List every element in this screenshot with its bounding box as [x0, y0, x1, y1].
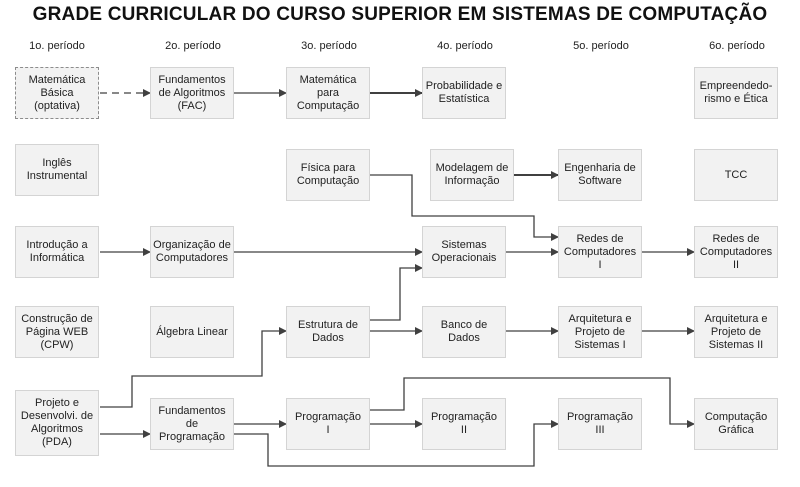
- diagram-title: GRADE CURRICULAR DO CURSO SUPERIOR EM SI…: [32, 4, 768, 25]
- period-header-6: 6o. período: [709, 40, 765, 52]
- period-header-3: 3o. período: [301, 40, 357, 52]
- course-fisica-computacao: Física para Computação: [286, 149, 370, 201]
- course-engenharia-software: Engenharia de Software: [558, 149, 642, 201]
- course-ingles-instrumental: Inglês Instrumental: [15, 144, 99, 196]
- connector-prog1-compgrafica: [370, 377, 695, 428]
- course-fundamentos-programacao: Fundamentos de Programação: [150, 398, 234, 450]
- period-header-5: 5o. período: [573, 40, 629, 52]
- course-redes-computadores-1: Redes de Computadores I: [558, 226, 642, 278]
- course-construcao-pagina-web: Construção de Página WEB (CPW): [15, 306, 99, 358]
- connector-estrutura-sistemasop: [370, 264, 423, 321]
- course-tcc: TCC: [694, 149, 778, 201]
- course-arquitetura-projeto-1: Arquitetura e Projeto de Sistemas I: [558, 306, 642, 358]
- period-header-2: 2o. período: [165, 40, 221, 52]
- course-introducao-informatica: Introdução a Informática: [15, 226, 99, 278]
- course-computacao-grafica: Computação Gráfica: [694, 398, 778, 450]
- connector-fundprog-prog3: [234, 420, 559, 467]
- course-algebra-linear: Álgebra Linear: [150, 306, 234, 358]
- course-modelagem-informacao: Modelagem de Informação: [430, 149, 514, 201]
- connector-fisica-redes1: [370, 174, 559, 241]
- course-organizacao-computadores: Organização de Computadores: [150, 226, 234, 278]
- course-fundamentos-algoritmos: Fundamentos de Algoritmos (FAC): [150, 67, 234, 119]
- course-banco-dados: Banco de Dados: [422, 306, 506, 358]
- course-redes-computadores-2: Redes de Computadores II: [694, 226, 778, 278]
- course-estrutura-dados: Estrutura de Dados: [286, 306, 370, 358]
- course-programacao-1: Programação I: [286, 398, 370, 450]
- course-projeto-desenvolvimento-algoritmos: Projeto e Desenvolvi. de Algoritmos (PDA…: [15, 390, 99, 456]
- course-empreendedorismo-etica: Empreendedo- rismo e Ética: [694, 67, 778, 119]
- course-arquitetura-projeto-2: Arquitetura e Projeto de Sistemas II: [694, 306, 778, 358]
- period-header-1: 1o. período: [29, 40, 85, 52]
- course-programacao-3: Programação III: [558, 398, 642, 450]
- connector-pda-estrutura: [100, 327, 287, 408]
- course-matematica-basica: Matemática Básica (optativa): [15, 67, 99, 119]
- period-header-4: 4o. período: [437, 40, 493, 52]
- course-probabilidade-estatistica: Probabilidade e Estatística: [422, 67, 506, 119]
- course-matematica-computacao: Matemática para Computação: [286, 67, 370, 119]
- course-sistemas-operacionais: Sistemas Operacionais: [422, 226, 506, 278]
- course-programacao-2: Programação II: [422, 398, 506, 450]
